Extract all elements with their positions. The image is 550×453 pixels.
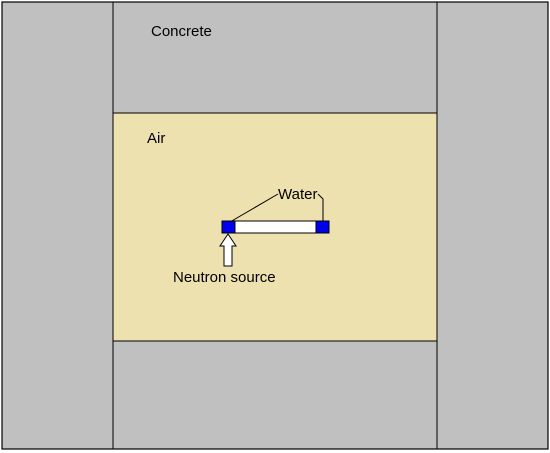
neutron-source-label: Neutron source xyxy=(173,269,276,286)
water-end-left xyxy=(221,220,236,234)
water-tube xyxy=(221,220,330,234)
water-leader-right xyxy=(317,193,324,222)
water-leader-left xyxy=(229,193,279,223)
water-end-right xyxy=(315,220,330,234)
concrete-label: Concrete xyxy=(151,23,212,40)
water-label: Water xyxy=(278,186,317,203)
air-label: Air xyxy=(147,130,165,147)
neutron-source-arrow xyxy=(219,233,237,267)
